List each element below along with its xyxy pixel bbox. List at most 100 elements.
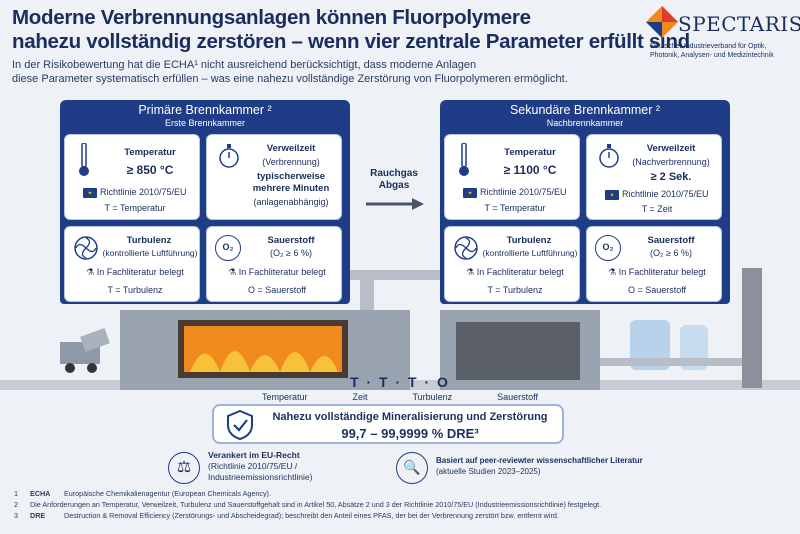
- logo-name: SPECTARIS: [678, 12, 800, 36]
- temp-directive: Richtlinie 2010/75/EU: [99, 187, 187, 197]
- page-title: Moderne Verbrennungsanlagen können Fluor…: [12, 6, 690, 54]
- primary-dwell-card: Verweilzeit (Verbrennung) typischerweise…: [206, 134, 342, 220]
- thermometer-icon: [459, 143, 469, 176]
- secondary-subheading: Nachbrennkammer: [546, 118, 624, 128]
- secondary-chamber-panel: Sekundäre Brennkammer ² Nachbrennkammer …: [440, 100, 730, 304]
- eu-flag-icon: [83, 187, 98, 200]
- oxy-sub: (O₂ ≥ 6 %): [650, 248, 692, 258]
- flue-duct: [330, 270, 450, 280]
- primary-heading: Primäre Brennkammer ²: [138, 103, 272, 117]
- temp-label: Temperatur: [124, 147, 176, 158]
- legend-time: Zeit: [352, 392, 368, 402]
- flow-label-1: Rauchgas: [370, 168, 418, 179]
- temp-label: Temperatur: [504, 147, 556, 158]
- eu-flag-icon: [605, 189, 620, 202]
- eu-sub-1: (Richtlinie 2010/75/EU /: [208, 461, 298, 471]
- flask-icon: ⚗: [228, 267, 237, 277]
- secondary-turbulence-card: Turbulenz (kontrollierte Luftführung) ⚗ …: [444, 226, 580, 302]
- o2-icon: O₂: [215, 235, 241, 261]
- shield-check-icon: [227, 410, 253, 440]
- turb-label: Turbulenz: [126, 235, 172, 246]
- flask-icon: ⚗: [86, 267, 95, 277]
- dwell-value-2: mehrere Minuten: [252, 183, 330, 194]
- chimney: [742, 268, 762, 388]
- document-search-icon: 🔍: [396, 452, 428, 484]
- o2-icon: O₂: [595, 235, 621, 261]
- temp-key: T = Temperatur: [104, 203, 166, 213]
- turb-label: Turbulenz: [506, 235, 552, 246]
- page-subtitle: In der Risikobewertung hat die ECHA¹ nic…: [12, 58, 652, 86]
- dwell-value-1: typischerweise: [256, 171, 326, 182]
- flow-label-2: Abgas: [378, 180, 410, 191]
- turb-key: T = Turbulenz: [487, 285, 543, 295]
- turb-key: T = Turbulenz: [107, 285, 163, 295]
- result-line-1: Nahezu vollständige Mineralisierung und …: [272, 411, 548, 423]
- turbulence-icon: [74, 236, 98, 260]
- literature-basis: 🔍 Basiert auf peer-reviewter wissenschaf…: [396, 450, 656, 486]
- logo-tagline: Deutscher Industrieverband für Optik, Ph…: [650, 43, 774, 59]
- legend-turbulence: Turbulenz: [412, 392, 453, 402]
- oxy-label: Sauerstoff: [647, 235, 695, 246]
- turbulence-icon: [454, 236, 478, 260]
- tttto-letters: T · T · T · O: [350, 374, 450, 390]
- oxy-key: O = Sauerstoff: [247, 285, 307, 295]
- eu-sub-2: Industrieemissionsrichtlinie): [208, 472, 313, 482]
- primary-chamber-panel: Primäre Brennkammer ² Erste Brennkammer …: [60, 100, 350, 304]
- oxy-lit: In Fachliteratur belegt: [238, 267, 326, 277]
- footnotes: 1 ECHA Europäische Chemikalienagentur (E…: [14, 488, 794, 521]
- primary-oxygen-card: O₂ Sauerstoff (O₂ ≥ 6 %) ⚗ In Fachlitera…: [206, 226, 342, 302]
- oxy-key: O = Sauerstoff: [627, 285, 687, 295]
- plant-illustration: [0, 268, 800, 390]
- dwell-label: Verweilzeit: [646, 143, 696, 154]
- oxy-label: Sauerstoff: [267, 235, 315, 246]
- temp-directive: Richtlinie 2010/75/EU: [479, 187, 567, 197]
- dwell-sub: (Nachverbrennung): [632, 157, 710, 167]
- primary-chamber-header: Primäre Brennkammer ² Erste Brennkammer: [60, 100, 350, 132]
- result-line-2: 99,7 – 99,9999 % DRE³: [341, 426, 479, 441]
- eu-title: Verankert im EU-Recht: [208, 450, 300, 460]
- stopwatch-icon: [219, 144, 239, 168]
- secondary-dwell-card: Verweilzeit (Nachverbrennung) ≥ 2 Sek. R…: [586, 134, 722, 220]
- secondary-heading: Sekundäre Brennkammer ²: [509, 103, 661, 117]
- arrow-right-icon: [366, 198, 424, 210]
- turb-sub: (kontrollierte Luftführung): [482, 248, 578, 258]
- dwell-sub: (Verbrennung): [262, 157, 320, 167]
- title-line-2: nahezu vollständig zerstören – wenn vier…: [12, 30, 690, 53]
- legend-oxygen: Sauerstoff: [497, 392, 538, 402]
- subtitle-line-1: In der Risikobewertung hat die ECHA¹ nic…: [12, 59, 477, 71]
- footnote-3: 3 DRE Destruction & Removal Efficiency (…: [14, 511, 559, 520]
- eu-law-basis: ⚖ Verankert im EU-Recht (Richtlinie 2010…: [168, 450, 368, 486]
- logo-mark-icon: [646, 6, 678, 38]
- scales-icon: ⚖: [168, 452, 200, 484]
- lit-sub: (aktuelle Studien 2023–2025): [436, 467, 541, 476]
- temp-key: T = Temperatur: [484, 203, 546, 213]
- dwell-directive: Richtlinie 2010/75/EU: [621, 189, 709, 199]
- dwell-label: Verweilzeit: [266, 143, 316, 154]
- primary-turbulence-card: Turbulenz (kontrollierte Luftführung) ⚗ …: [64, 226, 200, 302]
- stopwatch-icon: [599, 144, 619, 168]
- scrubber-tank: [630, 320, 670, 370]
- subtitle-line-2: diese Parameter systematisch erfüllen – …: [12, 73, 568, 85]
- temp-value: ≥ 850 °C: [126, 163, 174, 177]
- legend-temperature: Temperatur: [262, 392, 308, 402]
- turb-lit: In Fachliteratur belegt: [96, 267, 184, 277]
- footnote-1: 1 ECHA Europäische Chemikalienagentur (E…: [14, 489, 271, 498]
- thermometer-icon: [79, 143, 89, 176]
- oxy-lit: In Fachliteratur belegt: [618, 267, 706, 277]
- secondary-temperature-card: Temperatur ≥ 1100 °C Richtlinie 2010/75/…: [444, 134, 580, 220]
- secondary-chamber-header: Sekundäre Brennkammer ² Nachbrennkammer: [440, 100, 730, 132]
- dwell-value: ≥ 2 Sek.: [650, 171, 692, 183]
- turb-sub: (kontrollierte Luftführung): [102, 248, 198, 258]
- oxy-sub: (O₂ ≥ 6 %): [270, 248, 312, 258]
- spectaris-logo: SPECTARIS Deutscher Industrieverband für…: [642, 4, 800, 76]
- turb-lit: In Fachliteratur belegt: [476, 267, 564, 277]
- primary-subheading: Erste Brennkammer: [164, 118, 246, 128]
- temp-value: ≥ 1100 °C: [503, 163, 557, 177]
- secondary-chamber-door: [456, 322, 580, 380]
- flask-icon: ⚗: [466, 267, 475, 277]
- flask-icon: ⚗: [608, 267, 617, 277]
- dwell-key: T = Zeit: [641, 204, 673, 214]
- secondary-oxygen-card: O₂ Sauerstoff (O₂ ≥ 6 %) ⚗ In Fachlitera…: [586, 226, 722, 302]
- lit-title: Basiert auf peer-reviewter wissenschaftl…: [436, 456, 643, 465]
- title-line-1: Moderne Verbrennungsanlagen können Fluor…: [12, 6, 531, 29]
